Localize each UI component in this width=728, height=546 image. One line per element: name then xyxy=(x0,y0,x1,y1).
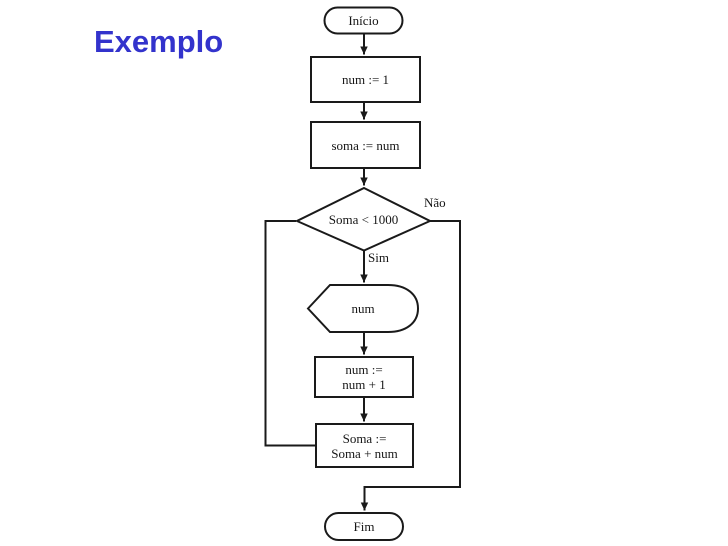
increment-label-line1: num := xyxy=(345,362,383,377)
assign-num-label: num := 1 xyxy=(341,72,390,87)
no-branch-label: Não xyxy=(424,195,446,210)
start-label: Início xyxy=(348,13,379,28)
accumulate-label-line2: Soma + num xyxy=(331,445,398,461)
yes-branch-label: Sim xyxy=(368,250,389,265)
slide-title: Exemplo xyxy=(94,24,224,59)
display-shape xyxy=(308,285,418,332)
accumulate-label: Soma := Soma + num xyxy=(316,424,413,467)
accumulate-label-line1: Soma := xyxy=(342,430,387,446)
decision-diamond-shape xyxy=(297,188,430,251)
assign-num-process-shape xyxy=(311,57,420,102)
end-terminator-shape xyxy=(325,513,403,540)
end-label: Fim xyxy=(353,519,375,534)
decision-label: Soma < 1000 xyxy=(328,212,399,227)
assign-soma-label: soma := num xyxy=(331,137,400,153)
accumulate-process-shape xyxy=(316,424,413,467)
connector-no-branch-to-end xyxy=(360,221,461,511)
connector-loop-back xyxy=(266,221,317,446)
display-num-label: num xyxy=(351,301,375,316)
increment-process-shape xyxy=(315,357,413,397)
assign-soma-process-shape xyxy=(311,122,420,168)
increment-label-line2: num + 1 xyxy=(342,377,386,392)
increment-label: num := num + 1 xyxy=(315,357,413,397)
start-terminator-shape xyxy=(325,8,403,34)
